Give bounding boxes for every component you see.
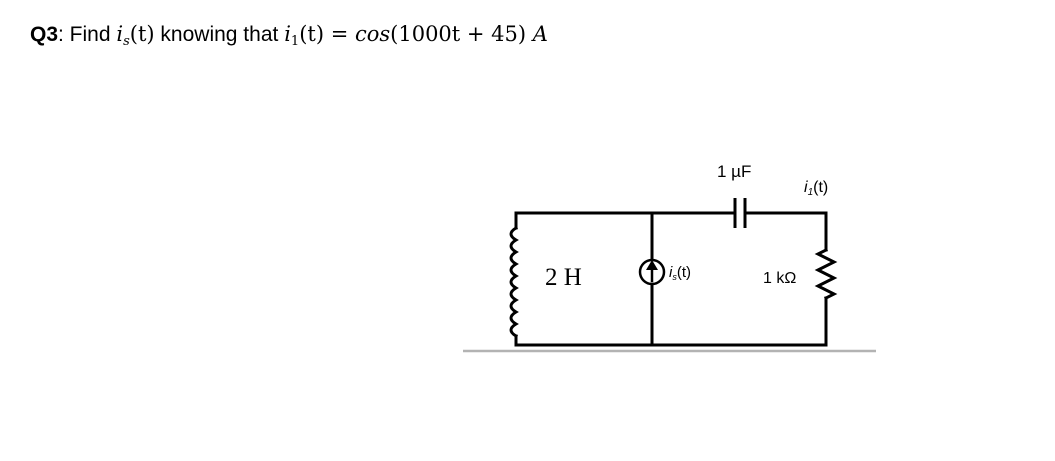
capacitor bbox=[733, 198, 747, 228]
capacitor-label: 1 µF bbox=[717, 162, 751, 181]
question-text: Q3: Find is(t) knowing that i1(t) = cos(… bbox=[30, 22, 548, 49]
current-source bbox=[638, 211, 666, 347]
inductor-label: 2 H bbox=[545, 264, 582, 291]
given-current: i1(t) = cos(1000t + 45) A bbox=[284, 22, 548, 49]
question-prompt: : Find bbox=[58, 23, 117, 46]
resistor bbox=[814, 211, 838, 347]
inductor bbox=[509, 211, 519, 347]
question-connector: knowing that bbox=[154, 23, 285, 46]
resistor-label: 1 kΩ bbox=[763, 270, 796, 287]
target-current: is(t) bbox=[116, 22, 155, 49]
question-number: Q3 bbox=[30, 23, 59, 46]
i1-label: i1(t) bbox=[804, 179, 828, 198]
source-label: is(t) bbox=[669, 264, 691, 282]
